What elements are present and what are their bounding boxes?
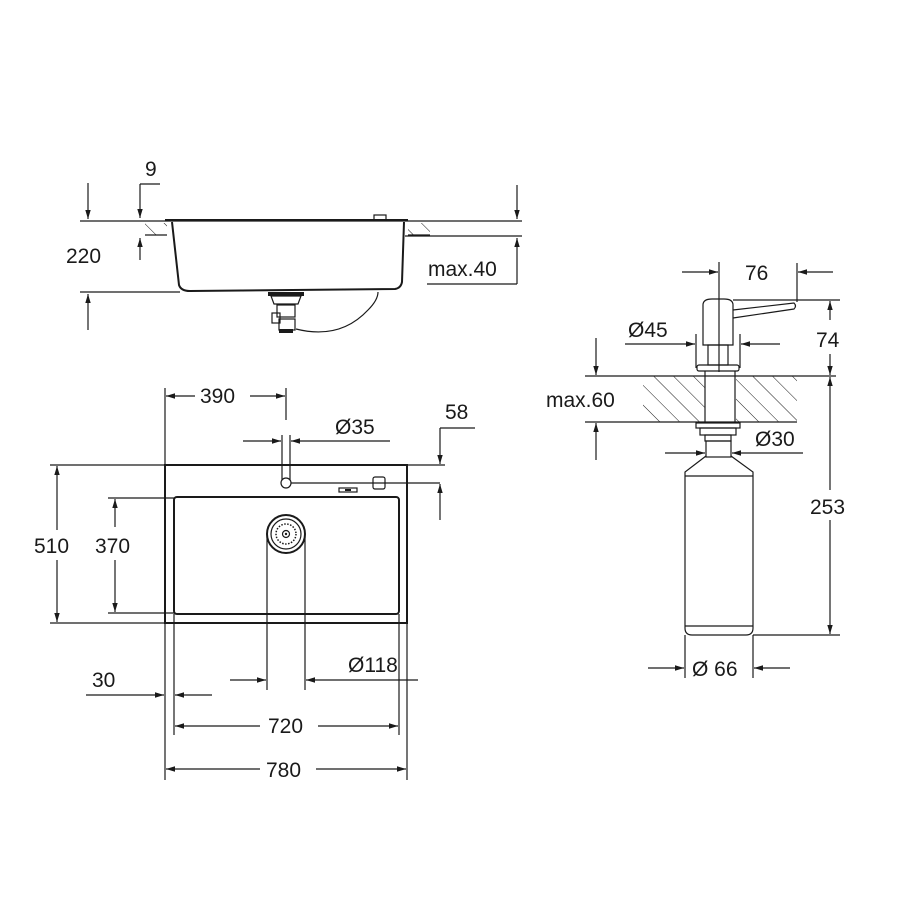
- overflow-slot: [338, 487, 358, 493]
- tap-hole-nub: [373, 214, 387, 221]
- drain-assembly: [268, 291, 379, 333]
- dispenser-flange: [696, 364, 740, 372]
- dim-bowl-width: 720: [268, 715, 303, 738]
- dim-rim-thickness: 9: [145, 158, 157, 181]
- sink-bowl-outline: [171, 221, 405, 293]
- dim-head-diameter: Ø45: [628, 319, 668, 342]
- soap-bottle: [684, 455, 754, 636]
- overflow-button: [372, 476, 386, 490]
- side-view: 9 220 max.40: [66, 158, 522, 333]
- drain-strainer: [266, 514, 306, 554]
- dim-bowl-depth: 370: [95, 535, 130, 558]
- dim-tap-hole-offset: 58: [445, 401, 468, 424]
- dim-countertop-thickness: max.40: [428, 258, 497, 281]
- top-view: 390 Ø35 58 510 370 30 Ø118 720: [34, 385, 475, 782]
- dim-outer-width: 780: [266, 759, 301, 782]
- dispenser-countertop-hatch-left: [643, 376, 705, 422]
- dim-tap-hole-position: 390: [200, 385, 235, 408]
- dim-head-height: 74: [816, 329, 840, 352]
- sink-bowl: [173, 496, 400, 615]
- dim-shank-diameter: Ø30: [755, 428, 795, 451]
- dim-bottle-diameter: Ø 66: [692, 658, 738, 681]
- dim-total-height: 253: [810, 496, 845, 519]
- dispenser-countertop-hatch-right: [736, 376, 797, 422]
- dispenser-spout: [732, 302, 797, 319]
- dispenser-view: 76 74 Ø45 max.60 Ø30 253 Ø 66: [546, 262, 845, 681]
- dim-total-depth: 220: [66, 245, 101, 268]
- dim-spout-reach: 76: [745, 262, 768, 285]
- dim-dispenser-countertop-thickness: max.60: [546, 389, 615, 412]
- dim-drain-diameter: Ø118: [348, 654, 398, 677]
- dim-tap-hole-diameter: Ø35: [335, 416, 375, 439]
- dim-edge-offset: 30: [92, 669, 115, 692]
- overflow-hose: [295, 291, 379, 333]
- countertop-hatch-left: [145, 223, 167, 235]
- dim-outer-depth: 510: [34, 535, 69, 558]
- countertop-hatch-right: [408, 223, 430, 235]
- dispenser-head: [702, 298, 734, 346]
